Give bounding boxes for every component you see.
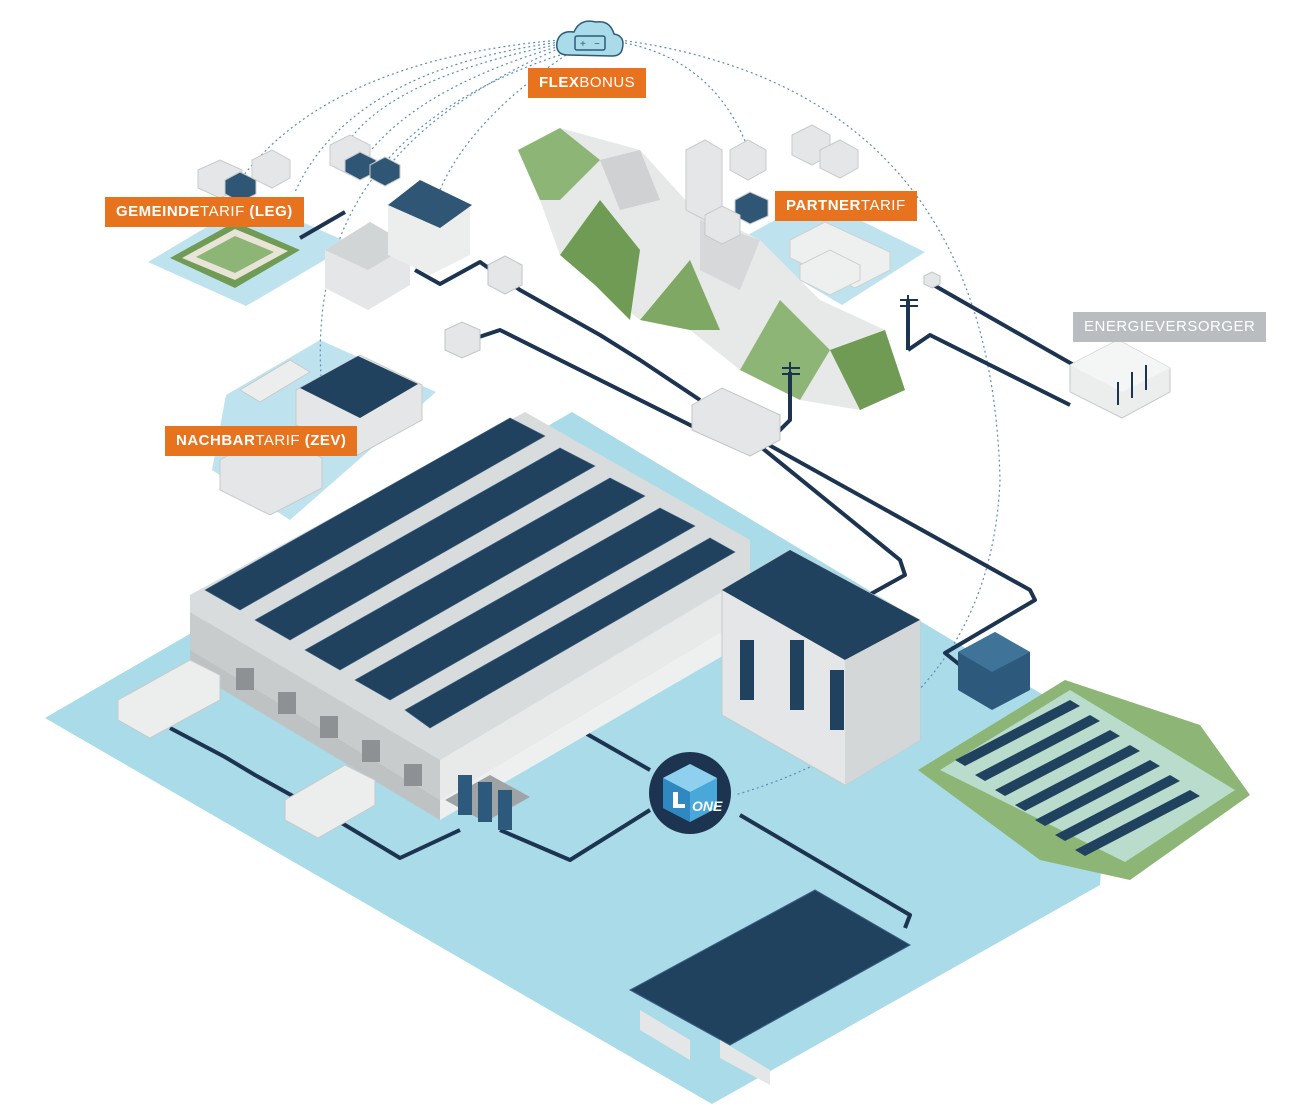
trucks: [117, 659, 376, 839]
label-partnertarif-regular: TARIF: [860, 197, 906, 214]
label-nachbartarif-regular: TARIF: [255, 432, 301, 449]
svg-text:−: −: [594, 39, 600, 50]
label-energieversorger[interactable]: ENERGIEVERSORGER: [1073, 312, 1267, 342]
one-label: ONE: [692, 798, 723, 814]
label-nachbartarif-suffix: (ZEV): [300, 432, 347, 449]
stadium: [170, 222, 300, 288]
svg-text:+: +: [580, 39, 586, 50]
label-flexbonus-bold: FLEX: [539, 74, 580, 91]
one-controller-badge[interactable]: ONE: [649, 752, 731, 834]
label-partnertarif-bold: PARTNER: [786, 197, 861, 214]
junction-boxes: [444, 255, 941, 457]
label-gemeindetarif[interactable]: GEMEINDETARIF (LEG): [105, 197, 304, 227]
community-houses: [325, 180, 472, 310]
cloud-battery-icon: + −: [555, 20, 624, 57]
label-flexbonus[interactable]: FLEXBONUS: [528, 68, 647, 98]
solar-carport: [628, 889, 912, 1085]
houses: [197, 124, 859, 245]
container: [958, 632, 1030, 710]
partner-buildings: [789, 221, 891, 296]
label-nachbartarif[interactable]: NACHBARTARIF (ZEV): [165, 426, 358, 456]
factory: [190, 412, 750, 820]
power-poles: [782, 295, 918, 420]
label-gemeindetarif-bold: GEMEINDE: [116, 203, 201, 220]
office-tower: [721, 549, 921, 786]
label-flexbonus-regular: BONUS: [579, 74, 636, 91]
energy-supplier-substation: [1069, 339, 1171, 419]
label-gemeindetarif-suffix: (LEG): [244, 203, 293, 220]
solar-field: [918, 680, 1250, 880]
battery-storage: [445, 775, 530, 830]
label-gemeindetarif-regular: TARIF: [200, 203, 245, 220]
cube-icon: [663, 764, 717, 822]
label-nachbartarif-bold: NACHBAR: [176, 432, 256, 449]
mountain: [518, 128, 905, 410]
label-partnertarif[interactable]: PARTNERTARIF: [775, 191, 917, 221]
